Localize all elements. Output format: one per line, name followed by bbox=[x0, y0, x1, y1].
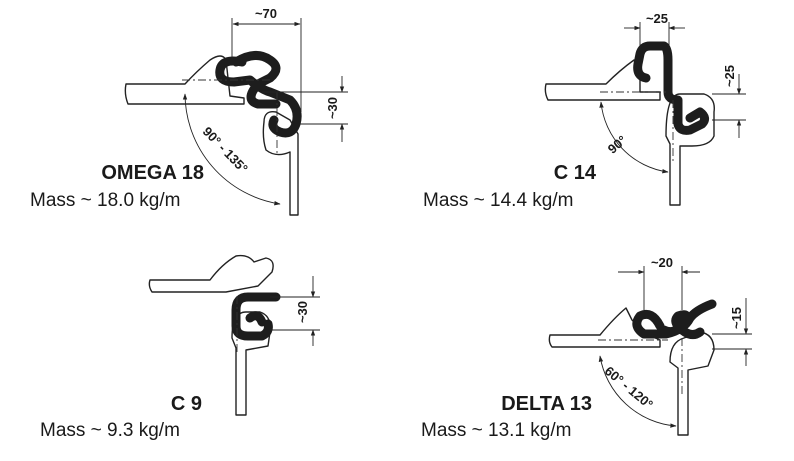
c-9-horizontal-bracket bbox=[148, 254, 274, 293]
omega-18-name: OMEGA 18 bbox=[101, 162, 204, 184]
omega-18-mass: Mass ~ 18.0 kg/m bbox=[30, 190, 181, 211]
c-14-name: C 14 bbox=[553, 162, 596, 184]
c-9-diagram: ~30 bbox=[148, 254, 320, 416]
delta-13-mass: Mass ~ 13.1 kg/m bbox=[421, 420, 572, 441]
delta-13-width-label: ~20 bbox=[651, 255, 673, 270]
delta-13-height-label: ~15 bbox=[729, 307, 744, 329]
c-14-height-label: ~25 bbox=[722, 65, 737, 87]
c-14-diagram: ~25 ~25 90° bbox=[544, 11, 746, 206]
omega-18-angle-label: 90° - 135° bbox=[200, 124, 251, 176]
omega-18-angle-arc bbox=[182, 93, 281, 206]
omega-18-height-label: ~30 bbox=[325, 97, 340, 119]
delta-13-angle-label: 60° - 120° bbox=[602, 363, 656, 412]
delta-13-vertical-bracket bbox=[669, 331, 715, 436]
c-9-mass: Mass ~ 9.3 kg/m bbox=[40, 420, 180, 441]
c-14-angle-label: 90° bbox=[605, 132, 630, 156]
delta-13-gasket-profile bbox=[632, 299, 717, 340]
delta-13-name: DELTA 13 bbox=[501, 393, 592, 415]
c-14-gasket-profile bbox=[633, 41, 710, 135]
c-14-mass: Mass ~ 14.4 kg/m bbox=[423, 190, 574, 211]
c-14-width-label: ~25 bbox=[646, 11, 668, 26]
c-9-gasket-profile bbox=[231, 292, 281, 341]
c-9-name: C 9 bbox=[170, 393, 202, 415]
c-14-angle-arc bbox=[599, 101, 669, 174]
c-9-height-label: ~30 bbox=[295, 301, 310, 323]
omega-18-width-label: ~70 bbox=[255, 6, 277, 21]
delta-13-angle-arc bbox=[598, 355, 677, 428]
omega-18-horizontal-bracket bbox=[124, 55, 245, 105]
